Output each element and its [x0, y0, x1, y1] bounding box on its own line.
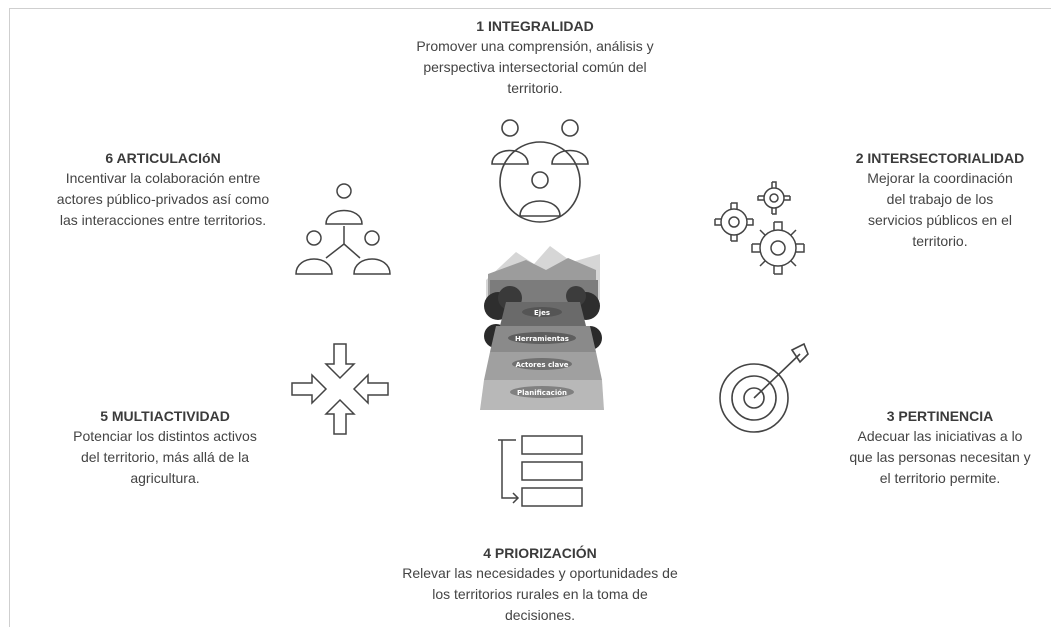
- gears-icon: [712, 178, 812, 278]
- principle-articulacion: 6 ARTICULACIóN Incentivar la colaboració…: [18, 150, 308, 231]
- group-circle-icon: [484, 118, 596, 226]
- principle-title: 1 INTEGRALIDAD: [476, 18, 594, 34]
- territory-layers-image: Ejes Herramientas Actores clave Planific…: [476, 240, 608, 416]
- priority-list-icon: [496, 432, 590, 516]
- principle-multiactividad: 5 MULTIACTIVIDAD Potenciar los distintos…: [20, 408, 310, 489]
- principle-title: 3 PERTINENCIA: [886, 408, 994, 424]
- principle-description: Mejorar la coordinación del trabajo de l…: [867, 170, 1013, 249]
- principle-title: 5 MULTIACTIVIDAD: [100, 408, 230, 424]
- network-people-icon: [292, 182, 392, 282]
- principle-title: 2 INTERSECTORIALIDAD: [855, 150, 1025, 166]
- principle-description: Incentivar la colaboración entre actores…: [56, 170, 270, 228]
- converging-arrows-icon: [290, 340, 390, 438]
- principle-description: Promover una comprensión, análisis y per…: [416, 38, 654, 96]
- principle-intersectorialidad: 2 INTERSECTORIALIDAD Mejorar la coordina…: [830, 150, 1050, 252]
- principle-title: 4 PRIORIZACIÓN: [483, 545, 597, 561]
- principle-integralidad: 1 INTEGRALIDAD Promover una comprensión,…: [375, 18, 695, 99]
- principle-title: 6 ARTICULACIóN: [105, 150, 221, 166]
- diagram-frame: [9, 8, 1051, 627]
- principle-description: Potenciar los distintos activos del terr…: [73, 428, 257, 486]
- principle-priorizacion: 4 PRIORIZACIÓN Relevar las necesidades y…: [360, 545, 720, 626]
- center-label: Actores clave: [515, 361, 568, 369]
- principle-pertinencia: 3 PERTINENCIA Adecuar las iniciativas a …: [830, 408, 1050, 489]
- principle-description: Adecuar las iniciativas a lo que las per…: [849, 428, 1031, 486]
- center-label: Ejes: [534, 309, 550, 317]
- principle-description: Relevar las necesidades y oportunidades …: [402, 565, 678, 623]
- center-label: Herramientas: [515, 335, 569, 343]
- center-label: Planificación: [517, 389, 567, 397]
- target-icon: [708, 340, 818, 440]
